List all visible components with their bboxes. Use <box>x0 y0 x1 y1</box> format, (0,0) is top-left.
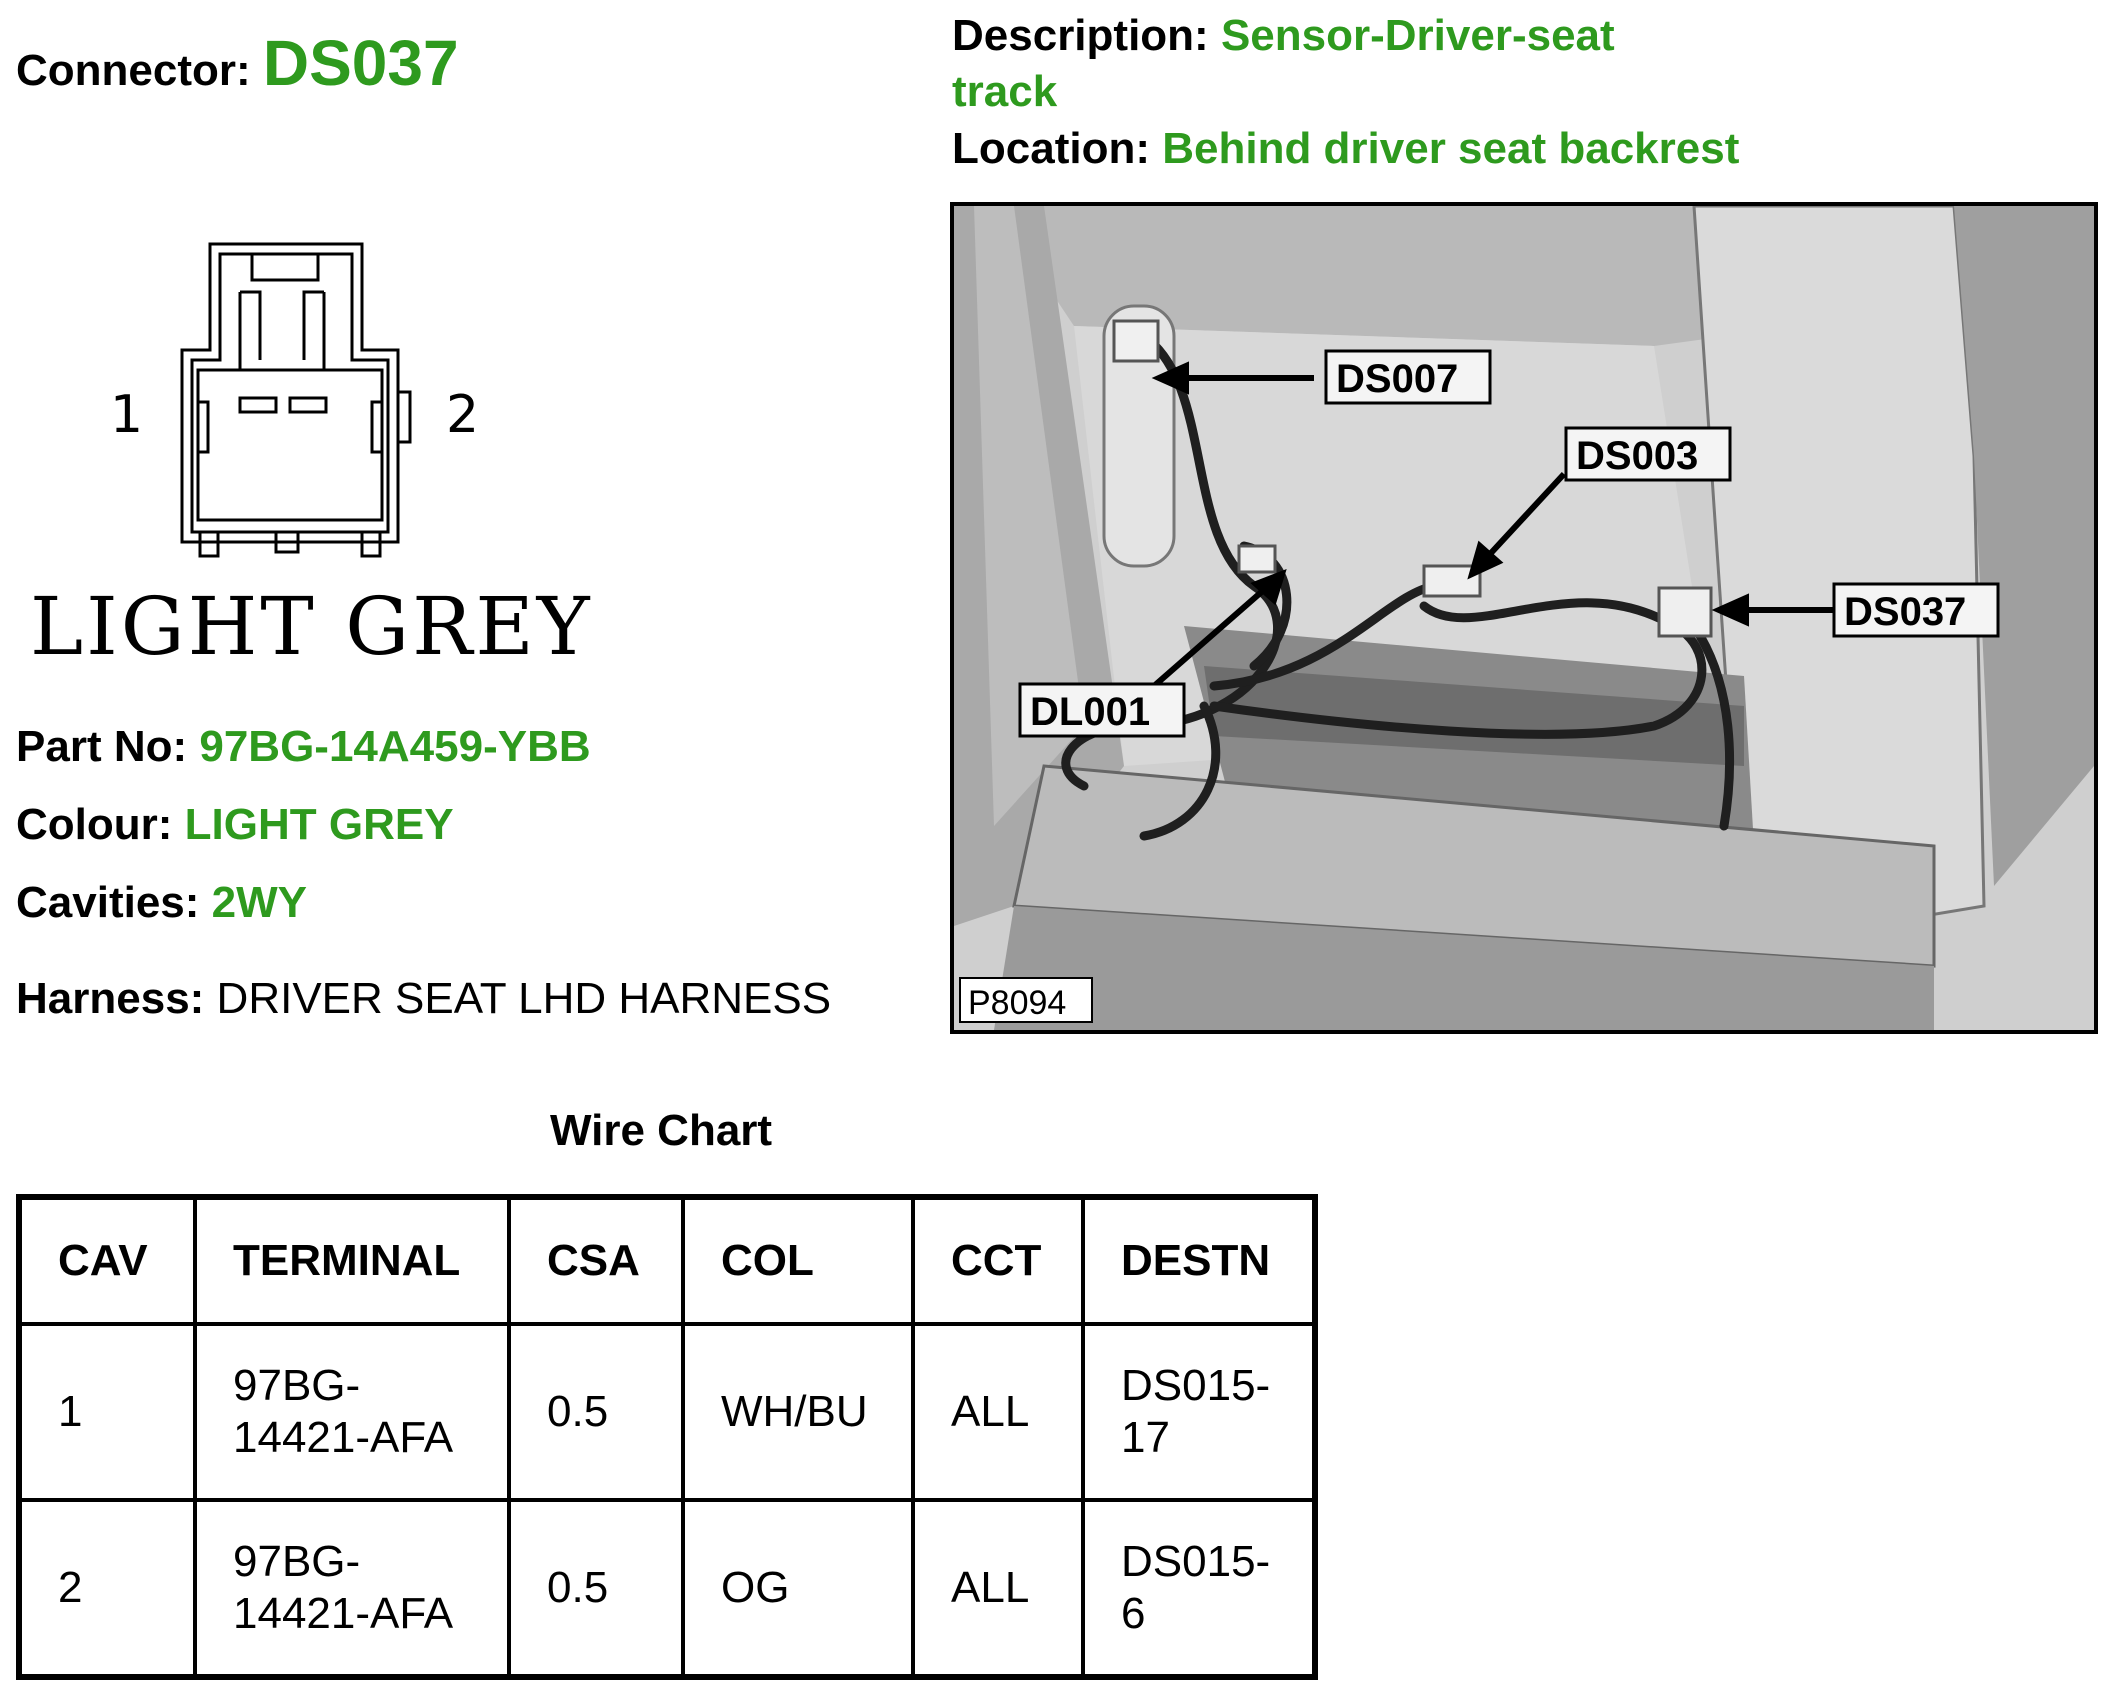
callout-dl001: DL001 <box>1030 690 1150 734</box>
part-number-value: 97BG-14A459-YBB <box>199 722 591 771</box>
connector-pinout-diagram: 1 2 <box>110 242 479 558</box>
colour-label: Colour: <box>16 800 173 849</box>
callout-ds037: DS037 <box>1844 590 1966 634</box>
description-line: Description: Sensor-Driver-seat track <box>952 8 1615 120</box>
col-header-csa: CSA <box>507 1195 685 1326</box>
cell-destn: DS015-17 <box>1081 1322 1317 1502</box>
cell-terminal: 97BG-14421-AFA <box>193 1322 511 1502</box>
cell-terminal-line2: 14421-AFA <box>233 1413 454 1462</box>
harness-line: Harness: DRIVER SEAT LHD HARNESS <box>16 974 831 1024</box>
col-header-cav: CAV <box>17 1195 197 1326</box>
part-number-label: Part No: <box>16 722 188 771</box>
connector-value: DS037 <box>262 27 459 99</box>
cell-terminal-line2: 14421-AFA <box>233 1589 454 1638</box>
harness-label: Harness: <box>16 974 205 1023</box>
cell-csa: 0.5 <box>507 1498 685 1679</box>
pinout-colour-caption: LIGHT GREY <box>30 580 593 673</box>
cell-destn-line1: DS015- <box>1121 1361 1271 1410</box>
description-value-line2: track <box>952 67 1058 116</box>
location-line: Location: Behind driver seat backrest <box>952 124 1739 174</box>
table-row: 2 97BG-14421-AFA 0.5 OG ALL DS015-6 <box>17 1498 1317 1679</box>
cell-terminal-line1: 97BG- <box>233 1537 361 1586</box>
col-header-cct: CCT <box>911 1195 1085 1326</box>
connector-label: Connector: <box>16 46 251 95</box>
cavities-value: 2WY <box>211 878 308 927</box>
cell-destn-line2: 6 <box>1121 1589 1146 1638</box>
cell-terminal: 97BG-14421-AFA <box>193 1498 511 1679</box>
cell-destn-line2: 17 <box>1121 1413 1170 1462</box>
description-label: Description: <box>952 11 1209 60</box>
col-header-terminal: TERMINAL <box>193 1195 511 1326</box>
table-header-row: CAV TERMINAL CSA COL CCT DESTN <box>17 1195 1317 1326</box>
connector-line: Connector: DS037 <box>16 26 459 100</box>
col-header-destn: DESTN <box>1081 1195 1317 1326</box>
cell-cct: ALL <box>911 1322 1085 1502</box>
callout-ds007: DS007 <box>1336 357 1458 401</box>
cell-terminal-line1: 97BG- <box>233 1361 361 1410</box>
cell-destn-line1: DS015- <box>1121 1537 1271 1586</box>
wire-chart-title: Wire Chart <box>550 1106 773 1155</box>
location-label: Location: <box>952 124 1150 173</box>
cell-destn: DS015-6 <box>1081 1498 1317 1679</box>
part-number-line: Part No: 97BG-14A459-YBB <box>16 722 591 772</box>
cell-csa: 0.5 <box>507 1322 685 1502</box>
harness-value: DRIVER SEAT LHD HARNESS <box>216 974 832 1023</box>
description-value-line1: Sensor-Driver-seat <box>1220 11 1615 60</box>
wire-chart-table: CAV TERMINAL CSA COL CCT DESTN 1 97BG-14… <box>16 1194 1318 1680</box>
colour-value: LIGHT GREY <box>184 800 454 849</box>
cell-col: OG <box>681 1498 915 1679</box>
table-row: 1 97BG-14421-AFA 0.5 WH/BU ALL DS015-17 <box>17 1322 1317 1502</box>
photo-figure-id: P8094 <box>968 984 1066 1022</box>
colour-line: Colour: LIGHT GREY <box>16 800 454 850</box>
pin-2-label: 2 <box>446 385 479 445</box>
cell-cav: 1 <box>17 1322 197 1502</box>
cell-col: WH/BU <box>681 1322 915 1502</box>
location-value: Behind driver seat backrest <box>1162 124 1740 173</box>
pin-1-label: 1 <box>110 385 143 445</box>
col-header-col: COL <box>681 1195 915 1326</box>
cavities-label: Cavities: <box>16 878 200 927</box>
cavities-line: Cavities: 2WY <box>16 878 307 928</box>
location-photo: DS007 DS003 DS037 DL001 P8094 <box>950 202 2098 1034</box>
cell-cav: 2 <box>17 1498 197 1679</box>
cell-cct: ALL <box>911 1498 1085 1679</box>
callout-ds003: DS003 <box>1576 434 1698 478</box>
